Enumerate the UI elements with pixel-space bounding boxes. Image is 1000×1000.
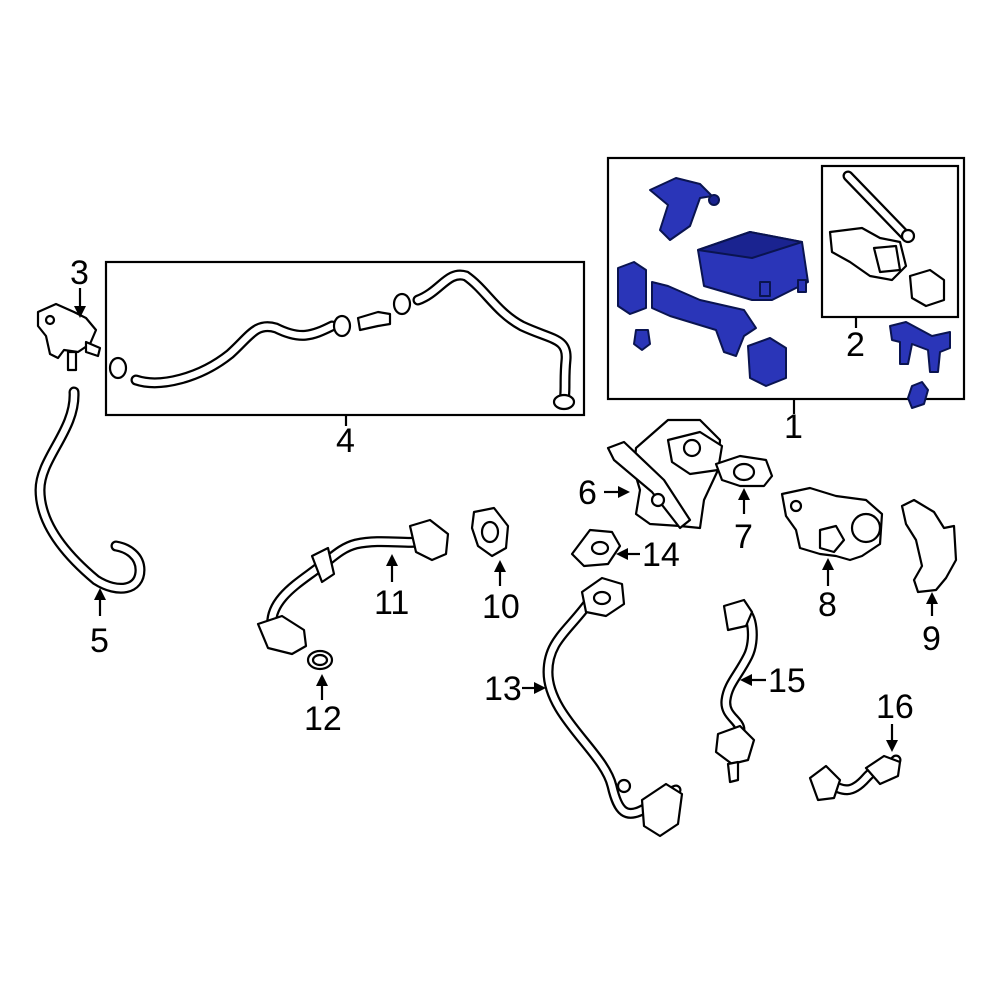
callout-8[interactable]: 8: [818, 586, 837, 624]
part-2-group[interactable]: [820, 164, 960, 319]
callout-10[interactable]: 10: [482, 588, 520, 626]
callout-11[interactable]: 11: [374, 584, 409, 622]
canister-bracket-upper: [649, 177, 713, 241]
hose-clamp: [552, 393, 576, 411]
part-1-frame: [606, 156, 966, 401]
purge-valve-bracket: [889, 321, 951, 373]
callout-7[interactable]: 7: [734, 518, 753, 556]
callout-13[interactable]: 13: [484, 670, 522, 708]
callout-16[interactable]: 16: [876, 688, 914, 726]
part-11-egr-pipe[interactable]: [256, 518, 450, 656]
part-2-frame: [820, 164, 960, 319]
part-6-egr-cooler[interactable]: [606, 418, 724, 530]
part-1-group[interactable]: [606, 156, 966, 401]
part-9-bracket[interactable]: [900, 498, 958, 594]
canister-bolt: [633, 329, 651, 351]
purge-valve-clip: [907, 381, 929, 409]
part-13-egr-pipe[interactable]: [542, 576, 684, 838]
callout-labels: 1 2 3 4 5 6 7 8 9 10 11 12 13 14 15 16: [70, 254, 941, 738]
callout-14[interactable]: 14: [642, 536, 680, 574]
hose-connector: [356, 310, 392, 332]
part-15-oxygen-sensor[interactable]: [714, 598, 758, 784]
part-16-sensor[interactable]: [808, 754, 902, 802]
part-8-egr-valve[interactable]: [780, 486, 884, 562]
callout-3[interactable]: 3: [70, 254, 89, 292]
callout-15[interactable]: 15: [768, 662, 806, 700]
hose-clamp: [392, 292, 412, 316]
callout-2[interactable]: 2: [846, 326, 865, 364]
callout-4[interactable]: 4: [336, 422, 355, 460]
part-4-group[interactable]: [104, 260, 586, 417]
callout-9[interactable]: 9: [922, 620, 941, 658]
callout-12[interactable]: 12: [304, 700, 342, 738]
leaders: [74, 288, 938, 752]
callout-1[interactable]: 1: [784, 408, 803, 446]
canister-cushion-right: [747, 337, 787, 387]
callout-5[interactable]: 5: [90, 622, 109, 660]
canister-cushion-left: [617, 261, 647, 315]
part-4-frame: [104, 260, 586, 417]
callout-6[interactable]: 6: [578, 474, 597, 512]
hose-clamp: [332, 314, 352, 338]
hose-clamp: [108, 356, 128, 380]
part-5-hose[interactable]: [34, 386, 146, 594]
canister-bracket-lower: [651, 281, 757, 357]
part-3-valve[interactable]: [36, 302, 102, 372]
